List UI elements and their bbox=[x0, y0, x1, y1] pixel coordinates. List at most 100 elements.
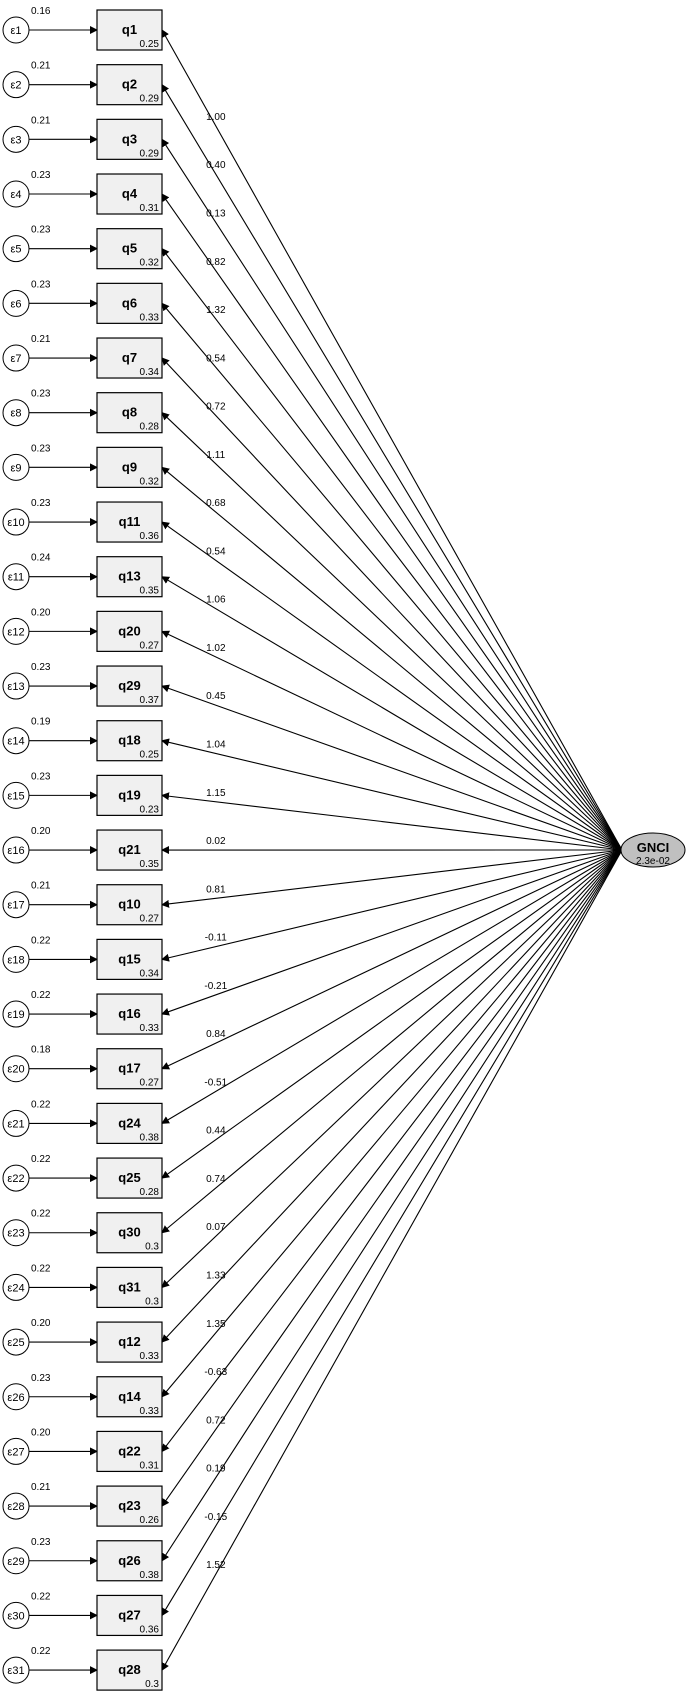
error-variance-label: 0.23 bbox=[31, 771, 51, 782]
loading-arrow bbox=[161, 849, 623, 1016]
indicator-name: q3 bbox=[122, 131, 137, 146]
loading-arrow bbox=[161, 83, 623, 851]
indicator-box bbox=[96, 556, 163, 598]
indicator-name: q24 bbox=[118, 1115, 141, 1130]
indicator-box bbox=[96, 392, 163, 434]
loading-label: -0.63 bbox=[204, 1367, 227, 1378]
loading-label: 1.11 bbox=[206, 450, 225, 461]
indicator-intercept: 0.29 bbox=[140, 94, 160, 105]
indicator-name: q23 bbox=[118, 1498, 140, 1513]
indicator-intercept: 0.37 bbox=[140, 695, 160, 706]
latent-value: 2.3e-02 bbox=[636, 856, 670, 867]
indicator-intercept: 0.34 bbox=[140, 968, 160, 979]
error-label: ε18 bbox=[7, 954, 24, 966]
loading-label: 0.84 bbox=[206, 1029, 226, 1040]
loading-arrow bbox=[161, 849, 623, 908]
loading-label: 1.02 bbox=[206, 643, 226, 654]
indicator-box bbox=[96, 993, 163, 1035]
error-label: ε15 bbox=[7, 790, 24, 802]
indicator-name: q5 bbox=[122, 241, 137, 256]
indicator-box bbox=[96, 337, 163, 379]
loading-label: 0.40 bbox=[206, 160, 226, 171]
loading-arrow bbox=[161, 247, 623, 851]
indicator-name: q8 bbox=[122, 405, 137, 420]
error-label: ε31 bbox=[7, 1665, 24, 1677]
error-variance-label: 0.23 bbox=[31, 443, 51, 454]
error-variance-label: 0.23 bbox=[31, 662, 51, 673]
error-label: ε14 bbox=[7, 736, 24, 748]
indicator-intercept: 0.33 bbox=[140, 1023, 160, 1034]
loading-arrow bbox=[161, 849, 623, 1453]
latent-name: GNCI bbox=[637, 840, 670, 855]
indicator-box bbox=[96, 1485, 163, 1527]
error-label: ε13 bbox=[7, 681, 24, 693]
loading-arrow bbox=[161, 849, 623, 962]
indicator-intercept: 0.38 bbox=[140, 1570, 160, 1581]
loading-arrow bbox=[161, 849, 623, 1070]
loading-arrow bbox=[161, 193, 623, 851]
latent-variable: GNCI 2.3e-02 bbox=[620, 832, 686, 868]
error-label: ε28 bbox=[7, 1501, 24, 1513]
indicator-box bbox=[96, 665, 163, 707]
indicator-intercept: 0.28 bbox=[140, 422, 160, 433]
error-label: ε1 bbox=[10, 25, 21, 37]
loading-label: 0.13 bbox=[206, 209, 226, 220]
indicator-rows: ε10.16q10.25ε20.21q20.29ε30.21q30.29ε40.… bbox=[2, 6, 163, 1691]
error-label: ε19 bbox=[7, 1009, 24, 1021]
loading-label: -0.11 bbox=[205, 933, 227, 944]
error-variance-label: 0.22 bbox=[31, 1646, 51, 1657]
error-variance-label: 0.23 bbox=[31, 1373, 51, 1384]
error-label: ε4 bbox=[10, 189, 21, 201]
indicator-name: q25 bbox=[118, 1170, 140, 1185]
indicator-intercept: 0.35 bbox=[140, 586, 160, 597]
error-label: ε17 bbox=[7, 900, 24, 912]
loading-label: 0.81 bbox=[206, 884, 226, 895]
error-label: ε26 bbox=[7, 1392, 24, 1404]
indicator-intercept: 0.35 bbox=[140, 859, 160, 870]
indicator-intercept: 0.32 bbox=[140, 476, 160, 487]
loading-arrow bbox=[161, 466, 623, 851]
error-label: ε11 bbox=[8, 572, 24, 584]
loading-arrow bbox=[161, 849, 623, 1343]
error-label: ε21 bbox=[7, 1118, 24, 1130]
error-label: ε7 bbox=[10, 353, 21, 365]
error-variance-label: 0.20 bbox=[31, 1427, 51, 1438]
indicator-name: q19 bbox=[118, 787, 140, 802]
loading-arrow bbox=[161, 738, 623, 851]
latent-ellipse bbox=[620, 832, 686, 868]
error-label: ε2 bbox=[10, 80, 21, 92]
indicator-name: q29 bbox=[118, 678, 140, 693]
indicator-box bbox=[96, 228, 163, 270]
error-variance-label: 0.21 bbox=[31, 115, 51, 126]
error-label: ε29 bbox=[7, 1556, 24, 1568]
indicator-name: q13 bbox=[118, 569, 140, 584]
error-variance-label: 0.20 bbox=[31, 607, 51, 618]
loading-label: 1.35 bbox=[206, 1319, 226, 1330]
loading-label: 0.02 bbox=[206, 836, 226, 847]
error-variance-label: 0.22 bbox=[31, 1263, 51, 1274]
loading-label: 0.45 bbox=[206, 691, 226, 702]
indicator-box bbox=[96, 1430, 163, 1473]
indicator-box bbox=[96, 610, 163, 652]
error-label: ε24 bbox=[7, 1282, 24, 1294]
indicator-name: q15 bbox=[118, 951, 140, 966]
indicator-intercept: 0.32 bbox=[140, 258, 160, 269]
loading-label: 0.74 bbox=[206, 1174, 226, 1185]
loading-arrow bbox=[161, 684, 623, 851]
indicator-box bbox=[96, 1266, 163, 1309]
error-label: ε12 bbox=[7, 626, 24, 638]
indicator-box bbox=[96, 64, 163, 106]
loading-label: 1.32 bbox=[206, 305, 226, 316]
error-label: ε6 bbox=[10, 298, 21, 310]
indicator-intercept: 0.27 bbox=[140, 640, 160, 651]
indicator-box bbox=[96, 1157, 163, 1199]
indicator-box bbox=[96, 173, 163, 215]
indicator-name: q7 bbox=[122, 350, 137, 365]
indicator-intercept: 0.27 bbox=[140, 1078, 160, 1089]
error-variance-label: 0.23 bbox=[31, 170, 51, 181]
indicator-intercept: 0.25 bbox=[140, 39, 160, 50]
error-variance-label: 0.22 bbox=[31, 1099, 51, 1110]
indicator-box bbox=[96, 829, 163, 871]
indicator-box bbox=[96, 282, 163, 324]
